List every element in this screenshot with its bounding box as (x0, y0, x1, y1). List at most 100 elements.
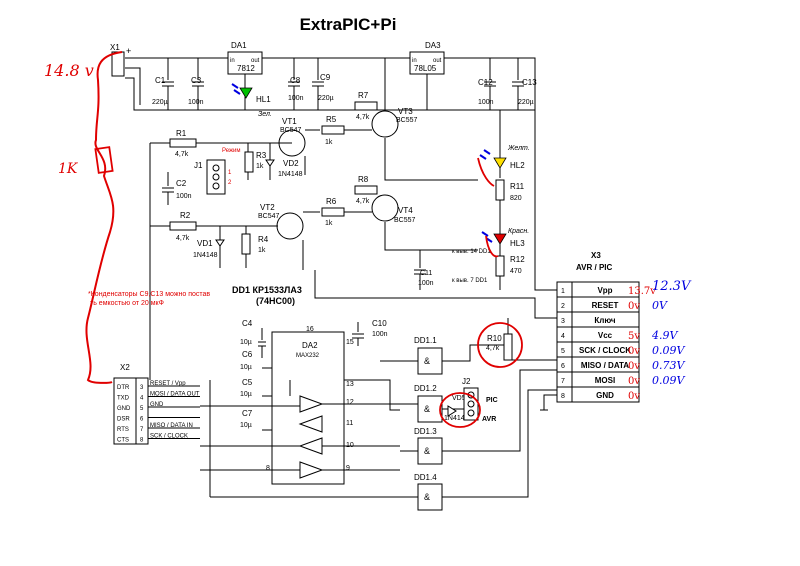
svg-text:DD1.3: DD1.3 (414, 427, 437, 436)
svg-text:out: out (433, 58, 442, 64)
svg-text:R2: R2 (180, 211, 191, 220)
svg-text:1k: 1k (325, 139, 333, 146)
svg-text:PIC: PIC (486, 397, 498, 404)
svg-text:BC557: BC557 (396, 117, 418, 124)
led-hl3-red (493, 233, 507, 245)
svg-text:13: 13 (346, 381, 354, 388)
svg-text:9: 9 (346, 465, 350, 472)
svg-text:HL2: HL2 (510, 161, 525, 170)
vpp-switch-section: R1 4,7k VT1 BC547 R5 1k R7 4,7k VT3 BC55… (149, 58, 557, 380)
x3-pin-number: 1 (561, 288, 565, 295)
led-hl2-yellow (493, 157, 507, 169)
svg-text:C12: C12 (478, 78, 493, 87)
svg-text:15: 15 (346, 339, 354, 346)
svg-text:BC547: BC547 (280, 127, 302, 134)
measured-voltage-red: 5v (628, 331, 640, 342)
svg-text:8: 8 (266, 465, 270, 472)
svg-text:2: 2 (228, 180, 232, 186)
svg-text:820: 820 (510, 195, 522, 202)
svg-text:VT3: VT3 (398, 107, 413, 116)
svg-text:DD1.1: DD1.1 (414, 336, 437, 345)
x2-body (113, 377, 149, 445)
svg-text:10µ: 10µ (240, 391, 252, 398)
resistor-r5 (321, 125, 345, 135)
svg-text:470: 470 (510, 268, 522, 275)
x3-pin-name: MOSI (595, 376, 615, 385)
x2-pin-signal: SCK / CLOCK (150, 434, 188, 440)
supply-voltage-note: 14.8 v (44, 61, 94, 80)
svg-text:C6: C6 (242, 350, 253, 359)
svg-text:HL3: HL3 (510, 239, 525, 248)
led-hl1-green (239, 87, 253, 99)
x3-pin-name: Vcc (598, 331, 613, 340)
da1-label: DA1 (231, 41, 247, 50)
svg-text:out: out (251, 58, 260, 64)
svg-text:Зел.: Зел. (258, 111, 272, 118)
svg-text:Красн.: Красн. (508, 228, 529, 235)
measured-voltage-blue: 12.3V (652, 279, 692, 294)
x2-pin-signal: GND (150, 402, 164, 408)
x3-pin-number: 3 (561, 318, 565, 325)
svg-text:220µ: 220µ (152, 99, 168, 106)
x3-pin-name: RESET (592, 301, 619, 310)
svg-text:78L05: 78L05 (414, 64, 437, 73)
svg-text:10µ: 10µ (240, 339, 252, 346)
x2-pin-name: DSR (117, 417, 130, 423)
x2-pin-signal: RESET / Vpp (150, 381, 186, 387)
handwritten-resistor (94, 146, 114, 174)
svg-text:1: 1 (228, 170, 232, 176)
x2-pin-name: TXD (117, 396, 130, 402)
x3-pin-number: 7 (561, 378, 565, 385)
svg-text:R6: R6 (326, 197, 337, 206)
resistor-r7 (354, 101, 378, 111)
x2-pin-signal: MISO / DATA IN (150, 423, 193, 429)
svg-text:J1: J1 (194, 161, 203, 170)
svg-text:4,7k: 4,7k (175, 151, 189, 158)
svg-text:DD1 КР1533ЛА3: DD1 КР1533ЛА3 (232, 285, 302, 295)
measured-voltage-red: 0v (628, 301, 640, 312)
svg-text:220µ: 220µ (518, 99, 534, 106)
x2-pin-number: 5 (140, 406, 144, 412)
svg-text:R12: R12 (510, 255, 525, 264)
da3-label: DA3 (425, 41, 441, 50)
svg-text:100n: 100n (372, 331, 388, 338)
svg-text:&: & (424, 356, 430, 366)
svg-text:C5: C5 (242, 378, 253, 387)
svg-text:Режим: Режим (222, 148, 241, 154)
x2-pin-name: GND (117, 406, 131, 412)
x3-pin-number: 2 (561, 303, 565, 310)
svg-text:&: & (424, 492, 430, 502)
x3-pin-number: 5 (561, 348, 565, 355)
svg-text:к выв. 7 DD1: к выв. 7 DD1 (452, 278, 488, 284)
x3-pin-number: 8 (561, 393, 565, 400)
svg-text:DD1.2: DD1.2 (414, 384, 437, 393)
svg-text:DD1.4: DD1.4 (414, 473, 437, 482)
svg-text:C10: C10 (372, 319, 387, 328)
x3-pin-name: Vpp (597, 286, 612, 295)
resistor-note: 1K (58, 161, 79, 177)
measured-voltage-red: 0v (628, 391, 640, 402)
measured-voltage-red: 0v (628, 361, 640, 372)
svg-text:C11: C11 (420, 270, 432, 277)
svg-text:DA2: DA2 (302, 341, 318, 350)
svg-text:+: + (126, 46, 131, 56)
max232-section: DA2 MAX232 16 15 13 12 11 10 9 8 C4 10µ … (200, 319, 400, 485)
svg-text:4,7k: 4,7k (356, 114, 370, 121)
svg-text:100n: 100n (188, 99, 204, 106)
svg-text:&: & (424, 446, 430, 456)
resistor-r1 (169, 138, 197, 148)
c1-label: C1 (155, 76, 166, 85)
svg-text:in: in (230, 58, 235, 64)
measured-voltage-red: 0v (628, 376, 640, 387)
svg-text:7812: 7812 (237, 64, 255, 73)
svg-text:C4: C4 (242, 319, 253, 328)
diode-vd1 (215, 239, 225, 247)
svg-text:AVR / PIC: AVR / PIC (576, 263, 613, 272)
resistor-r11 (495, 179, 505, 201)
x3-pin-number: 4 (561, 333, 565, 340)
measured-voltage-red: 13.7v (628, 286, 656, 297)
svg-text:VT4: VT4 (398, 206, 413, 215)
svg-text:R1: R1 (176, 129, 187, 138)
svg-text:16: 16 (306, 326, 314, 333)
